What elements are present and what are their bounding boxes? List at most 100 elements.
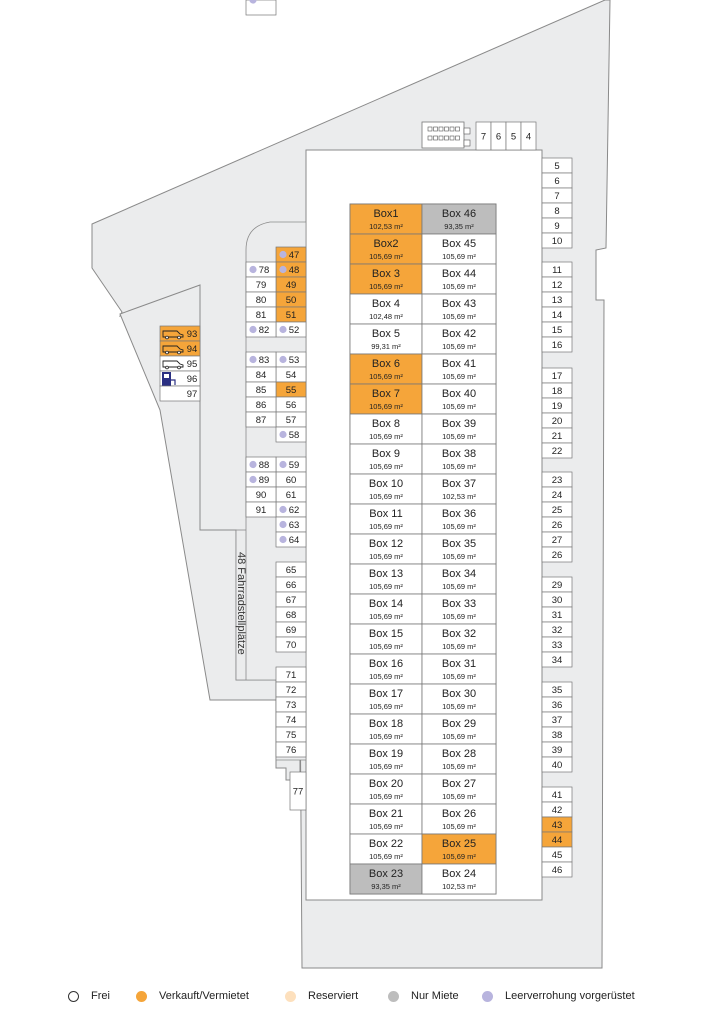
parking-spot-west[interactable]: 95 xyxy=(159,355,201,372)
parking-spot-island[interactable]: 48 xyxy=(275,261,307,278)
parking-spot-east[interactable]: 8 xyxy=(541,202,573,219)
parking-spot-island[interactable]: 56 xyxy=(275,396,307,413)
parking-spot-island[interactable]: 57 xyxy=(275,411,307,428)
parking-spot-east[interactable]: 22 xyxy=(541,442,573,459)
parking-spot-island[interactable]: 73 xyxy=(275,696,307,713)
parking-spot-island[interactable]: 70 xyxy=(275,636,307,653)
parking-spot-island[interactable]: 88 xyxy=(245,456,277,473)
parking-spot-island[interactable]: 47 xyxy=(275,246,307,263)
garage-box[interactable]: Box 599,31 m² xyxy=(349,323,423,355)
parking-spot-island[interactable]: 55 xyxy=(275,381,307,398)
parking-spot-island[interactable]: 64 xyxy=(275,531,307,548)
parking-spot-top[interactable]: 5 xyxy=(505,121,522,151)
parking-spot-island[interactable]: 74 xyxy=(275,711,307,728)
parking-spot-west[interactable]: 93 xyxy=(159,325,201,342)
parking-spot-east[interactable]: 14 xyxy=(541,306,573,323)
parking-spot-island[interactable]: 63 xyxy=(275,516,307,533)
parking-spot-east[interactable]: 40 xyxy=(541,756,573,773)
parking-spot-east[interactable]: 20 xyxy=(541,412,573,429)
parking-spot-island[interactable]: 89 xyxy=(245,471,277,488)
parking-spot-east[interactable]: 7 xyxy=(541,187,573,204)
parking-spot-island[interactable]: 76 xyxy=(275,741,307,758)
parking-spot-east[interactable]: 19 xyxy=(541,397,573,414)
parking-spot-island[interactable]: 75 xyxy=(275,726,307,743)
parking-spot-west[interactable]: 94 xyxy=(159,340,201,357)
parking-spot-east[interactable]: 23 xyxy=(541,471,573,488)
parking-spot-island[interactable]: 54 xyxy=(275,366,307,383)
parking-spot-east[interactable]: 46 xyxy=(541,861,573,878)
parking-spot-east[interactable]: 21 xyxy=(541,427,573,444)
parking-spot-island[interactable]: 62 xyxy=(275,501,307,518)
parking-spot-island[interactable]: 61 xyxy=(275,486,307,503)
parking-spot-east[interactable]: 25 xyxy=(541,501,573,518)
parking-spot-island[interactable]: 58 xyxy=(275,426,307,443)
parking-spot-east[interactable]: 35 xyxy=(541,681,573,698)
parking-spot-island[interactable]: 66 xyxy=(275,576,307,593)
parking-spot-east[interactable]: 44 xyxy=(541,831,573,848)
parking-spot-island[interactable]: 79 xyxy=(245,276,277,293)
parking-spot-east[interactable]: 29 xyxy=(541,576,573,593)
parking-spot-east[interactable]: 36 xyxy=(541,696,573,713)
parking-spot-east[interactable]: 39 xyxy=(541,741,573,758)
parking-spot-island[interactable]: 51 xyxy=(275,306,307,323)
parking-spot-east[interactable]: 26 xyxy=(541,546,573,563)
parking-spot-island[interactable]: 92 xyxy=(245,0,277,16)
parking-spot-east[interactable]: 33 xyxy=(541,636,573,653)
parking-spot-island[interactable]: 90 xyxy=(245,486,277,503)
parking-spot-east[interactable]: 26 xyxy=(541,516,573,533)
parking-spot-island[interactable]: 72 xyxy=(275,681,307,698)
parking-spot-island[interactable]: 53 xyxy=(275,351,307,368)
parking-spot-east[interactable]: 41 xyxy=(541,786,573,803)
parking-spot-east[interactable]: 24 xyxy=(541,486,573,503)
parking-spot-island[interactable]: 87 xyxy=(245,411,277,428)
parking-spot-east[interactable]: 43 xyxy=(541,816,573,833)
parking-spot-east[interactable]: 9 xyxy=(541,217,573,234)
parking-spot-top[interactable]: 7 xyxy=(475,121,492,151)
parking-spot-island[interactable]: 86 xyxy=(245,396,277,413)
parking-spot-island[interactable]: 81 xyxy=(245,306,277,323)
parking-spot-east[interactable]: 42 xyxy=(541,801,573,818)
parking-spot-west[interactable]: 97 xyxy=(159,385,201,402)
parking-spot-island[interactable]: 49 xyxy=(275,276,307,293)
parking-spot-east[interactable]: 10 xyxy=(541,232,573,249)
parking-spot-east[interactable]: 30 xyxy=(541,591,573,608)
parking-spot-east[interactable]: 12 xyxy=(541,276,573,293)
parking-spot-east[interactable]: 13 xyxy=(541,291,573,308)
parking-spot-island[interactable]: 50 xyxy=(275,291,307,308)
